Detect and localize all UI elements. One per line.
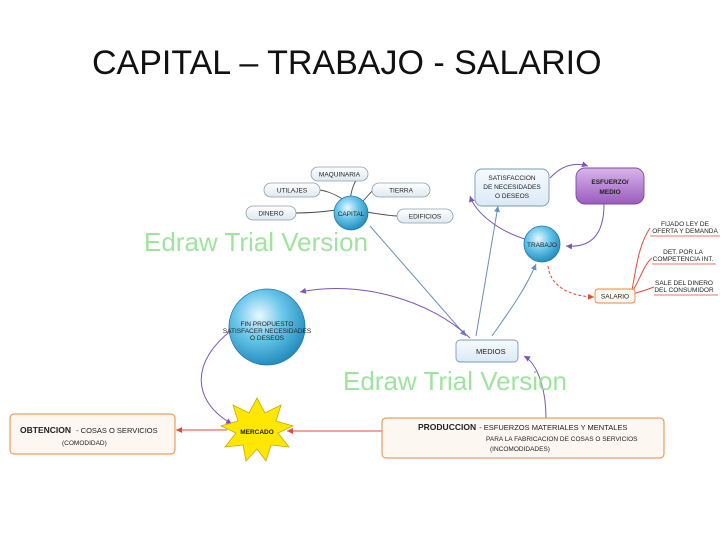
arrow-medios-satisfaccion — [475, 205, 500, 337]
capital-item-tierra: TIERRA — [371, 182, 431, 198]
svg-text:SALARIO: SALARIO — [601, 294, 629, 301]
salario-node: SALARIO — [594, 288, 636, 304]
svg-text:DEL CONSUMIDOR: DEL CONSUMIDOR — [654, 287, 714, 294]
salario-note-competencia: DET. POR LA COMPETENCIA INT. — [652, 249, 716, 265]
produccion-node: PRODUCCION - ESFUERZOS MATERIALES Y MENT… — [381, 417, 665, 459]
svg-text:TIERRA: TIERRA — [389, 188, 414, 195]
svg-text:FIJADO LEY DE: FIJADO LEY DE — [661, 221, 710, 228]
svg-text:O DESEOS: O DESEOS — [250, 335, 285, 342]
trabajo-node: TRABAJO — [523, 225, 561, 263]
svg-text:(INCOMODIDADES): (INCOMODIDADES) — [490, 446, 550, 453]
svg-text:OFERTA Y DEMANDA: OFERTA Y DEMANDA — [652, 228, 718, 235]
watermark-top: Edraw Trial Version — [144, 227, 368, 257]
arrow-esfuerzo-trabajo — [565, 203, 605, 250]
flow-arrows — [176, 161, 655, 434]
svg-text:SATISFACCION: SATISFACCION — [488, 175, 535, 182]
slide-title: CAPITAL – TRABAJO - SALARIO — [92, 44, 602, 82]
svg-text:ESFUERZO/: ESFUERZO/ — [591, 179, 628, 186]
medios-node: MEDIOS — [455, 339, 519, 363]
salario-branch-1 — [631, 227, 651, 291]
arrow-produccion-medios — [523, 355, 547, 419]
svg-text:COMPETENCIA INT.: COMPETENCIA INT. — [653, 256, 714, 263]
mercado-node: MERCADO — [219, 397, 295, 462]
obtencion-node: OBTENCION - COSAS O SERVICIOS (COMODIDAD… — [9, 413, 176, 455]
salario-branch-2 — [631, 257, 653, 293]
arrow-satisfaccion-esfuerzo — [549, 161, 589, 179]
arrow-medios-trabajo — [491, 263, 537, 337]
capital-item-dinero: DINERO — [245, 205, 297, 221]
svg-text:DINERO: DINERO — [258, 211, 283, 218]
svg-text:MAQUINARIA: MAQUINARIA — [319, 172, 361, 179]
svg-text:(COMODIDAD): (COMODIDAD) — [62, 440, 107, 447]
svg-text:O DESEOS: O DESEOS — [495, 193, 530, 200]
svg-text:SATISFACER NECESIDADES: SATISFACER NECESIDADES — [223, 328, 312, 335]
svg-text:SALE DEL DINERO: SALE DEL DINERO — [655, 280, 713, 287]
svg-text:DE NECESIDADES: DE NECESIDADES — [483, 184, 541, 191]
svg-text:PRODUCCION - ESFUERZOS M: PRODUCCION - ESFUERZOS MATERIALES Y MENT… — [418, 422, 627, 432]
salario-note-consumidor: SALE DEL DINERO DEL CONSUMIDOR — [654, 280, 718, 296]
capital-item-maquinaria: MAQUINARIA — [310, 166, 369, 182]
svg-text:OBTENCION - COSAS O SERV: OBTENCION - COSAS O SERVICIOS — [20, 425, 158, 435]
capital-node: CAPITAL — [333, 195, 369, 231]
watermark-bottom: Edraw Trial Version — [343, 366, 567, 396]
svg-text:CAPITAL: CAPITAL — [338, 211, 365, 218]
capital-item-utilajes: UTILAJES — [263, 182, 321, 198]
salario-note-ley: FIJADO LEY DE OFERTA Y DEMANDA — [650, 221, 720, 237]
arrow-capital-medios — [369, 225, 467, 337]
arrow-trabajo-satisfaccion — [469, 195, 529, 241]
arrow-trabajo-salario — [547, 265, 595, 300]
capital-item-edificios: EDIFICIOS — [396, 208, 454, 224]
svg-text:UTILAJES: UTILAJES — [277, 188, 308, 195]
svg-text:TRABAJO: TRABAJO — [527, 242, 557, 249]
arrow-medios-fin — [299, 287, 471, 339]
svg-text:MEDIO: MEDIO — [599, 189, 620, 196]
svg-text:MERCADO: MERCADO — [240, 429, 274, 436]
svg-text:PARA LA FABRICACION DE COSAS O: PARA LA FABRICACION DE COSAS O SERVICIOS — [486, 436, 638, 443]
svg-text:DET. POR LA: DET. POR LA — [663, 249, 703, 256]
fin-propuesto-node: FIN PROPUESTO SATISFACER NECESIDADES O D… — [223, 288, 312, 366]
svg-text:EDIFICIOS: EDIFICIOS — [409, 214, 442, 221]
esfuerzo-node: ESFUERZO/ MEDIO — [575, 167, 645, 205]
svg-text:MEDIOS: MEDIOS — [476, 347, 506, 356]
arrow-fin-mercado — [200, 329, 233, 425]
svg-text:FIN PROPUESTO: FIN PROPUESTO — [241, 321, 294, 328]
satisfaccion-node: SATISFACCION DE NECESIDADES O DESEOS — [474, 168, 550, 207]
